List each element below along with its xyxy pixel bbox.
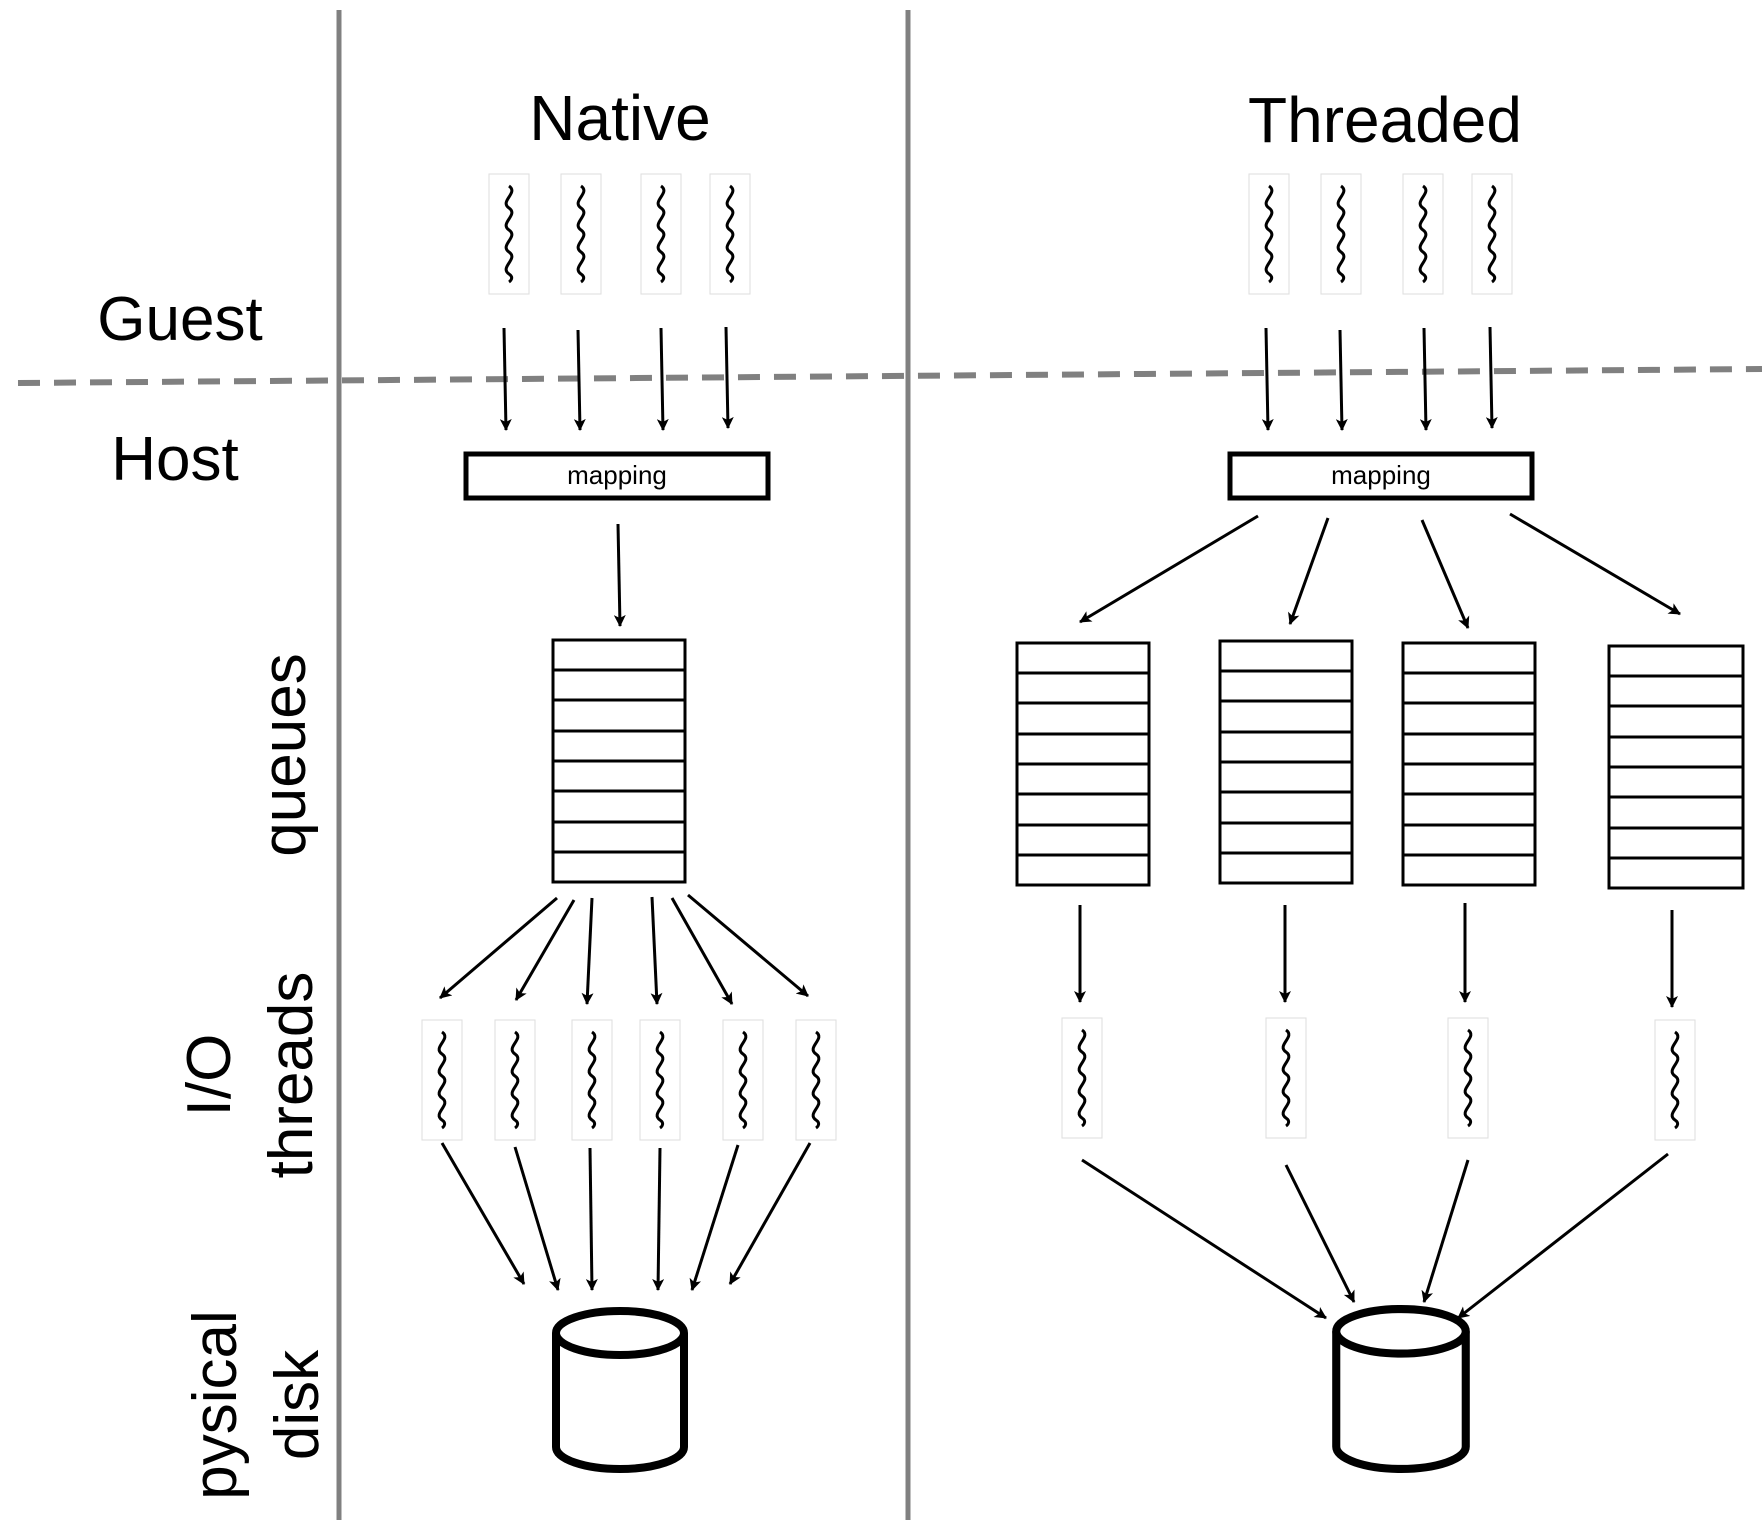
guest-thread-icon bbox=[640, 173, 682, 295]
io-label-line1: I/O bbox=[175, 1034, 244, 1117]
queue-box bbox=[1218, 639, 1354, 885]
threaded-title: Threaded bbox=[1248, 84, 1522, 156]
guest-thread-icon bbox=[560, 173, 602, 295]
queue-box bbox=[1607, 644, 1745, 890]
guest-thread-icon bbox=[1248, 173, 1290, 295]
io-thread-icon bbox=[1447, 1017, 1489, 1139]
io-thread-icon bbox=[421, 1019, 463, 1141]
io-thread-icon bbox=[1654, 1019, 1696, 1141]
guest-thread-icon bbox=[1402, 173, 1444, 295]
threaded-queue-to-io-arrows bbox=[1074, 903, 1678, 1008]
native-mapping-arrow bbox=[613, 523, 626, 627]
guest-thread-icon bbox=[1320, 173, 1362, 295]
io-thread-icon bbox=[571, 1019, 613, 1141]
guest-host-divider bbox=[17, 366, 1762, 386]
native-disk-icon bbox=[556, 1311, 684, 1469]
threaded-io-to-disk-arrows bbox=[1081, 1152, 1669, 1320]
io-thread-icon bbox=[494, 1019, 536, 1141]
queue-box bbox=[1401, 641, 1537, 887]
guest-label: Guest bbox=[97, 285, 262, 354]
threaded-guest-threads bbox=[1248, 173, 1513, 295]
threaded-mapping-arrows bbox=[1079, 512, 1681, 629]
threaded-mapping-label: mapping bbox=[1331, 460, 1431, 490]
threaded-io-threads bbox=[1061, 1017, 1696, 1141]
disk-label-line1: pysical bbox=[181, 1310, 250, 1500]
queue-box bbox=[1015, 641, 1151, 887]
guest-thread-icon bbox=[488, 173, 530, 295]
io-thread-icon bbox=[1061, 1017, 1103, 1139]
queues-label: queues bbox=[250, 653, 319, 856]
native-title: Native bbox=[529, 82, 710, 154]
io-label-line2: threads bbox=[257, 972, 326, 1179]
native-queue bbox=[551, 638, 687, 884]
threaded-disk-icon bbox=[1336, 1309, 1466, 1469]
io-thread-icon bbox=[795, 1019, 837, 1141]
disk-label-line2: disk bbox=[263, 1349, 332, 1460]
native-mapping-box: mapping bbox=[463, 451, 771, 501]
io-thread-icon bbox=[722, 1019, 764, 1141]
io-thread-icon bbox=[639, 1019, 681, 1141]
host-label: Host bbox=[111, 425, 238, 494]
guest-thread-icon bbox=[709, 173, 751, 295]
threaded-mapping-box: mapping bbox=[1227, 451, 1535, 501]
guest-thread-icon bbox=[1471, 173, 1513, 295]
native-guest-threads bbox=[488, 173, 751, 295]
native-io-threads bbox=[421, 1019, 837, 1141]
native-guest-arrows bbox=[499, 326, 734, 431]
threaded-queues bbox=[1015, 639, 1745, 890]
native-io-to-disk-arrows bbox=[440, 1142, 812, 1291]
io-thread-icon bbox=[1265, 1017, 1307, 1139]
threaded-guest-arrows bbox=[1261, 326, 1498, 431]
native-mapping-label: mapping bbox=[567, 460, 667, 490]
native-queue-to-io-arrows bbox=[439, 893, 809, 1005]
